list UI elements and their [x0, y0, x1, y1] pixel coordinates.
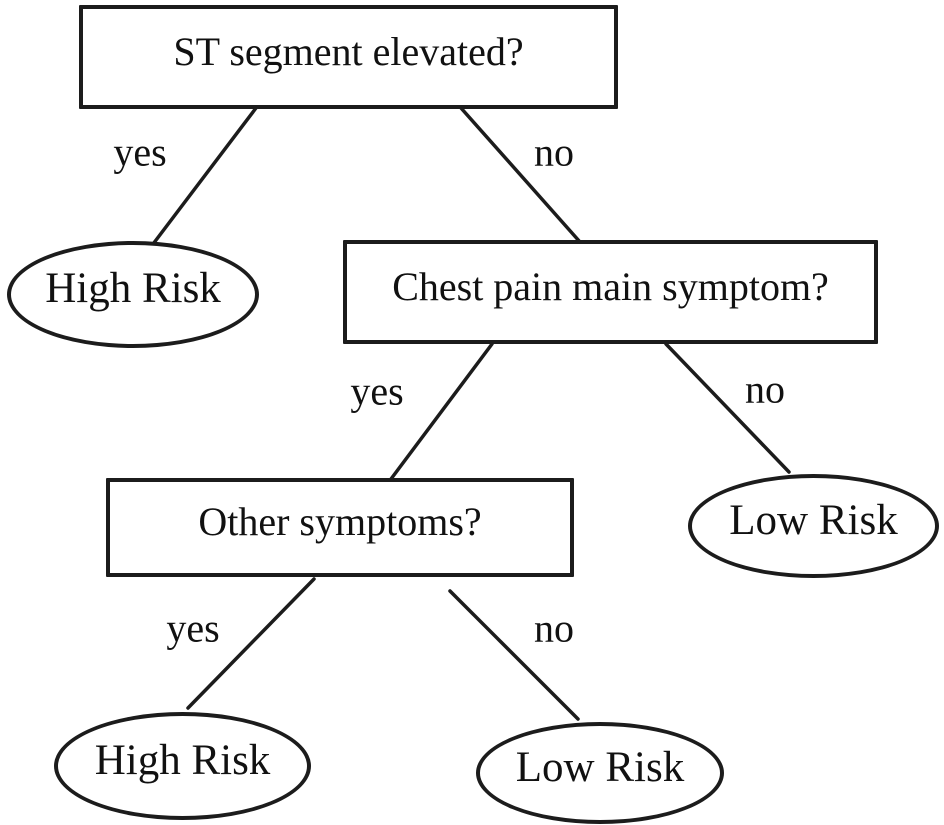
- node-high-risk-bottom-label: High Risk: [94, 736, 271, 784]
- edge-other-no-line: [448, 589, 580, 721]
- node-high-risk-bottom: High Risk: [54, 712, 311, 820]
- node-other-symptoms-question-label: Other symptoms?: [198, 499, 482, 544]
- node-st-segment-question: ST segment elevated?: [79, 5, 618, 109]
- node-high-risk-left-label: High Risk: [45, 265, 221, 312]
- node-chest-pain-question: Chest pain main symptom?: [343, 240, 878, 344]
- edge-label-chest-no: no: [745, 366, 785, 412]
- edge-chest-no-line: [664, 342, 791, 474]
- edge-other-yes-line: [186, 577, 316, 710]
- edge-label-other-no: no: [534, 605, 574, 651]
- edge-label-chest-yes: yes: [350, 368, 404, 414]
- edge-label-st-no: no: [534, 129, 574, 175]
- edge-label-other-yes: yes: [166, 605, 220, 651]
- node-other-symptoms-question: Other symptoms?: [106, 478, 574, 577]
- node-low-risk-bottom-label: Low Risk: [515, 743, 685, 791]
- edge-label-st-yes: yes: [113, 129, 167, 175]
- node-low-risk-bottom: Low Risk: [476, 722, 724, 824]
- edge-st-no-line: [459, 106, 582, 244]
- edge-st-yes-line: [145, 106, 258, 254]
- node-low-risk-right: Low Risk: [688, 474, 939, 578]
- node-high-risk-left: High Risk: [7, 241, 259, 348]
- node-low-risk-right-label: Low Risk: [729, 496, 898, 544]
- node-st-segment-question-label: ST segment elevated?: [173, 28, 524, 74]
- node-chest-pain-question-label: Chest pain main symptom?: [392, 263, 829, 309]
- edge-chest-yes-line: [383, 342, 494, 489]
